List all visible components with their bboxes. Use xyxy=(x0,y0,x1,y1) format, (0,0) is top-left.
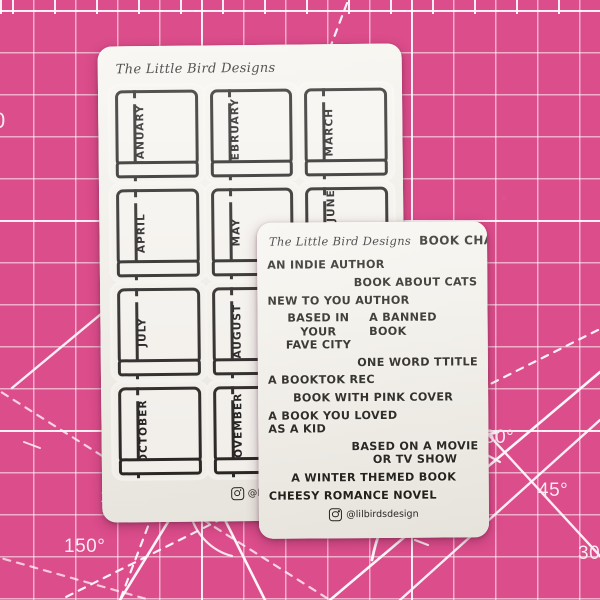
book-base-bar xyxy=(115,160,199,179)
challenge-row: A BOOKTOK REC xyxy=(258,373,488,388)
month-sticker-march[interactable]: MARCH xyxy=(299,83,393,180)
mat-ruler-ticks xyxy=(0,0,600,14)
book-outline xyxy=(116,188,200,267)
challenge-row: A WINTER THEMED BOOK xyxy=(259,470,489,485)
mat-ruler-label-0: 0 xyxy=(0,108,6,134)
challenge-header: The Little Bird Designs BOOK CHALLENGE xyxy=(268,233,489,249)
book-outline xyxy=(209,88,294,167)
challenge-item-a-banned-book[interactable]: A BANNED BOOK xyxy=(369,310,437,338)
month-sticker-april[interactable]: APRIL xyxy=(110,184,205,281)
challenge-item-based-on-a-movie-or-tv-show[interactable]: BASED ON A MOVIE OR TV SHOW xyxy=(351,439,479,467)
challenge-item-a-booktok-rec[interactable]: A BOOKTOK REC xyxy=(267,373,375,388)
mat-angle-label-150: 150° xyxy=(64,536,106,557)
challenge-row: BOOK ABOUT CATS xyxy=(257,275,487,290)
book-base-bar xyxy=(305,158,388,177)
instagram-icon xyxy=(230,487,244,501)
challenge-item-list: AN INDIE AUTHOR BOOK ABOUT CATS NEW TO Y… xyxy=(257,255,489,505)
challenge-item-a-book-you-loved-as-a-kid[interactable]: A BOOK YOU LOVED AS A KID xyxy=(268,408,398,436)
mat-angle-label-45: 45° xyxy=(538,480,569,501)
book-outline xyxy=(117,287,201,366)
challenge-item-a-winter-themed-book[interactable]: A WINTER THEMED BOOK xyxy=(291,470,457,485)
month-sticker-february[interactable]: FEBRUARY xyxy=(204,84,299,181)
challenge-item-an-indie-author[interactable]: AN INDIE AUTHOR xyxy=(267,257,385,272)
challenge-title: BOOK CHALLENGE xyxy=(419,232,490,248)
month-sticker-july[interactable]: JULY xyxy=(112,283,206,380)
book-outline xyxy=(118,386,202,465)
book-outline xyxy=(114,89,199,168)
challenge-row: NEW TO YOU AUTHOR xyxy=(257,293,487,308)
challenge-sheet-footer: @lilbirdsdesign xyxy=(259,507,489,527)
challenge-item-book-with-pink-cover[interactable]: BOOK WITH PINK COVER xyxy=(293,390,454,405)
challenge-row: BOOK WITH PINK COVER xyxy=(258,390,488,405)
book-base-bar xyxy=(117,358,201,377)
challenge-item-book-about-cats[interactable]: BOOK ABOUT CATS xyxy=(353,275,478,289)
challenge-row: AN INDIE AUTHOR xyxy=(257,257,487,272)
instagram-handle-badge[interactable]: @lilbirdsdesign xyxy=(329,508,419,522)
brand-logo-text: The Little Bird Designs xyxy=(115,60,276,78)
month-sticker-october[interactable]: OCTOBER xyxy=(113,382,207,479)
brand-logo-text: The Little Bird Designs xyxy=(268,233,412,249)
challenge-item-cheesy-romance-novel[interactable]: CHEESY ROMANCE NOVEL xyxy=(268,488,437,503)
book-challenge-sticker-sheet[interactable]: The Little Bird Designs BOOK CHALLENGE A… xyxy=(256,221,490,539)
challenge-item-one-word-ttitle[interactable]: ONE WORD TTITLE xyxy=(357,354,478,369)
challenge-row: A BOOK YOU LOVED AS A KID xyxy=(258,408,488,436)
instagram-handle-text: @lilbirdsdesign xyxy=(346,508,419,521)
book-base-bar xyxy=(210,159,294,178)
book-base-bar xyxy=(118,457,202,476)
month-sticker-january[interactable]: JANUARY xyxy=(109,85,204,182)
challenge-row: BASED ON A MOVIE OR TV SHOW xyxy=(258,439,488,467)
challenge-row: BASED IN YOUR FAVE CITY A BANNED BOOK xyxy=(258,311,488,352)
mat-angle-label-60: 60° xyxy=(484,427,515,448)
challenge-item-based-in-your-fave-city[interactable]: BASED IN YOUR FAVE CITY xyxy=(285,311,352,352)
instagram-icon xyxy=(329,508,343,522)
book-outline xyxy=(304,87,388,166)
challenge-row: ONE WORD TTITLE xyxy=(258,355,488,370)
challenge-item-new-to-you-author[interactable]: NEW TO YOU AUTHOR xyxy=(267,293,410,308)
challenge-sheet-surface: The Little Bird Designs BOOK CHALLENGE A… xyxy=(256,221,490,539)
mat-angle-label-30: 30° xyxy=(578,543,600,564)
book-base-bar xyxy=(116,259,200,278)
challenge-row: CHEESY ROMANCE NOVEL xyxy=(259,488,489,503)
